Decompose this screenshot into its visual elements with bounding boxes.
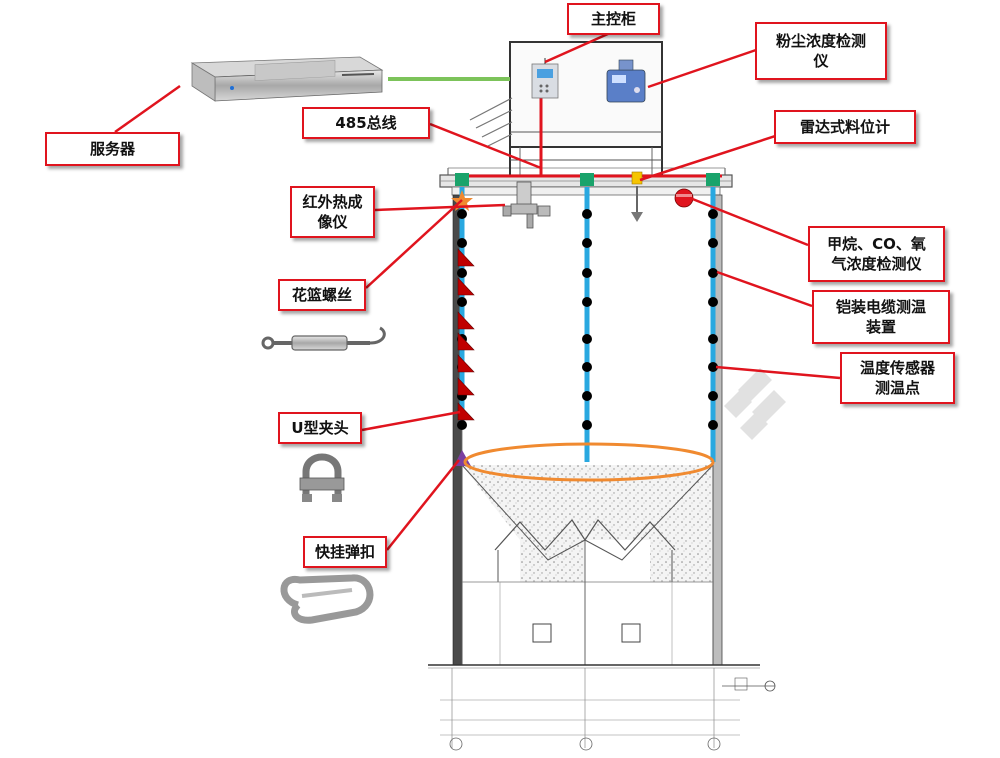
- sensor-point: [708, 209, 718, 219]
- gas-detector-text-line2: 气浓度检测仪: [831, 255, 922, 273]
- server-text: 服务器: [89, 140, 135, 158]
- u-clamp-text: U型夹头: [291, 419, 349, 437]
- radar-icon: [631, 171, 643, 222]
- turnbuckle-marker: [457, 311, 475, 330]
- sensor-point: [457, 238, 467, 248]
- sensor-point: [582, 297, 592, 307]
- label-bus: 485总线: [302, 107, 430, 139]
- leader-u-clamp: [361, 410, 461, 432]
- radar-level-text: 雷达式料位计: [799, 118, 890, 136]
- turnbuckle-text: 花篮螺丝: [291, 286, 352, 304]
- armored-cable-text-line1: 铠装电缆测温: [835, 298, 926, 316]
- sensor-point: [457, 420, 467, 430]
- sensor-point: [582, 238, 592, 248]
- leader-radar: [639, 126, 801, 182]
- armored-cable-text-line2: 装置: [865, 318, 896, 336]
- label-armored-cable: 铠装电缆测温 装置: [812, 290, 950, 344]
- server-icon: [190, 56, 384, 102]
- sensor-point: [708, 391, 718, 401]
- dust-meter-text-line2: 仪: [813, 52, 829, 70]
- main-cabinet-text: 主控柜: [590, 10, 636, 28]
- controller-icon: [531, 58, 559, 99]
- leader-temp-sensor: [715, 365, 841, 380]
- turnbuckle-marker: [457, 402, 475, 421]
- cable-head-left: [455, 173, 469, 186]
- label-snap-hook: 快挂弹扣: [303, 536, 387, 568]
- grain-surface-ellipse: [463, 442, 715, 482]
- turnbuckle-icon: [261, 326, 386, 351]
- label-server: 服务器: [45, 132, 180, 166]
- label-main-cabinet: 主控柜: [567, 3, 660, 35]
- leader-gas: [689, 196, 809, 247]
- dust-meter-text-line1: 粉尘浓度检测: [775, 32, 866, 50]
- sensor-point: [582, 420, 592, 430]
- snap-hook-icon: [280, 574, 374, 624]
- snap-hook-text: 快挂弹扣: [314, 543, 375, 561]
- gas-detector-text-line1: 甲烷、CO、氧: [827, 235, 926, 253]
- temp-sensor-text-line1: 温度传感器: [859, 359, 935, 377]
- sensor-point: [708, 238, 718, 248]
- label-temp-sensor: 温度传感器 测温点: [840, 352, 955, 404]
- sensor-point: [457, 297, 467, 307]
- cable-head-center: [580, 173, 594, 186]
- sensor-point: [582, 334, 592, 344]
- dust-meter-icon: [606, 59, 646, 103]
- turnbuckle-marker: [457, 248, 475, 267]
- label-turnbuckle: 花篮螺丝: [278, 279, 366, 311]
- label-gas-detector: 甲烷、CO、氧 气浓度检测仪: [808, 226, 945, 282]
- label-radar-level: 雷达式料位计: [774, 110, 916, 144]
- infrared-camera-icon: [502, 181, 551, 229]
- silo-structure: [428, 41, 776, 751]
- turnbuckle-marker: [457, 277, 475, 296]
- bus-text: 485总线: [335, 114, 397, 132]
- leader-dust-meter: [647, 48, 757, 89]
- sensor-point: [582, 391, 592, 401]
- label-dust-meter: 粉尘浓度检测 仪: [755, 22, 887, 80]
- temperature-sensor-points: [457, 209, 718, 430]
- infrared-text-line2: 像仪: [317, 213, 348, 231]
- sensor-point: [708, 268, 718, 278]
- label-u-clamp: U型夹头: [278, 412, 362, 444]
- temp-sensor-text-line2: 测温点: [874, 379, 920, 397]
- sensor-point: [457, 209, 467, 219]
- sensor-point: [582, 209, 592, 219]
- leader-infrared: [374, 203, 506, 212]
- sensor-point: [582, 362, 592, 372]
- sensor-point: [582, 268, 592, 278]
- leader-armored-cable: [716, 270, 813, 308]
- turnbuckle-marker: [457, 354, 475, 373]
- leader-lines: [114, 31, 841, 551]
- turnbuckle-marker: [457, 332, 475, 351]
- label-infrared: 红外热成 像仪: [290, 186, 375, 238]
- sensor-point: [708, 334, 718, 344]
- cable-head-right: [706, 173, 720, 186]
- leader-main-cabinet: [544, 31, 611, 64]
- gas-detector-icon: [674, 188, 694, 208]
- infrared-text-line1: 红外热成: [302, 193, 363, 211]
- leader-bus: [429, 122, 542, 170]
- leader-server: [114, 84, 181, 134]
- leader-turnbuckle: [365, 199, 463, 289]
- sensor-point: [708, 420, 718, 430]
- turnbuckle-marker: [457, 377, 475, 396]
- sensor-point: [708, 297, 718, 307]
- sensor-point: [457, 268, 467, 278]
- sensor-point: [708, 362, 718, 372]
- turnbuckle-markers: [457, 248, 475, 421]
- u-clamp-icon: [299, 453, 345, 502]
- leader-snap-hook: [386, 459, 460, 551]
- watermark-logo: [724, 368, 786, 440]
